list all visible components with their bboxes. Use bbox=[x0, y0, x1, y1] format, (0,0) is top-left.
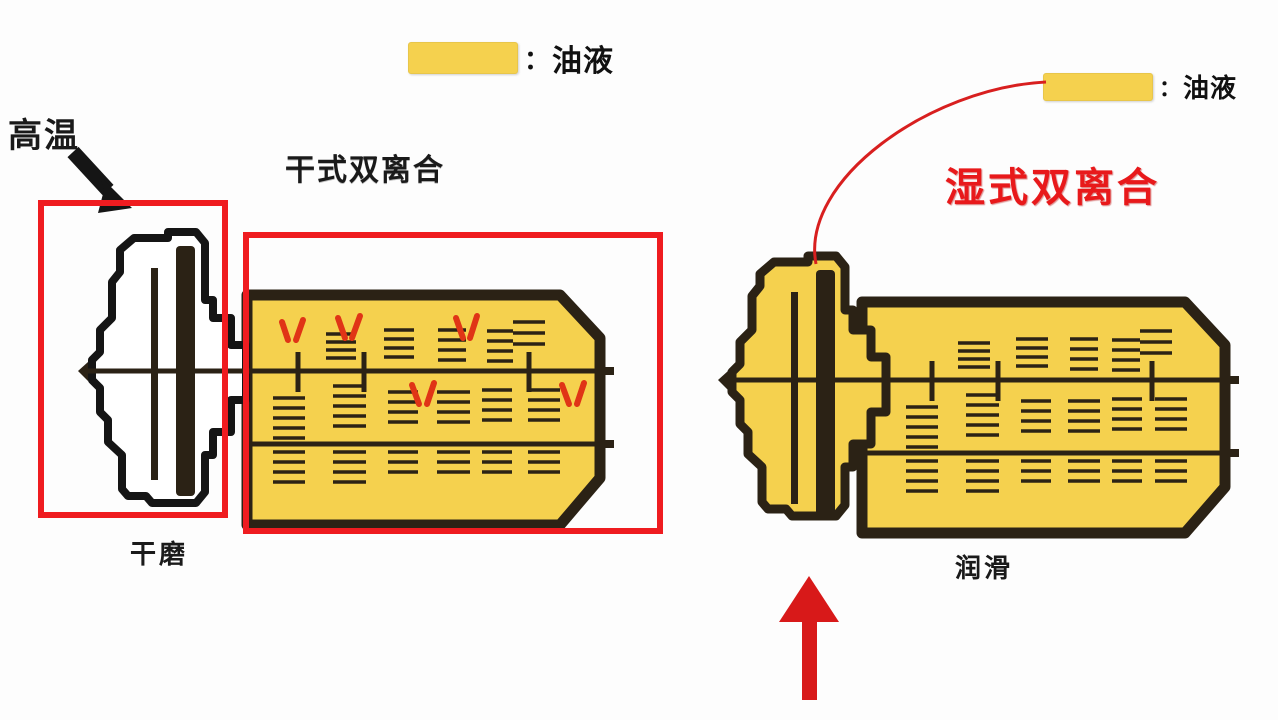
dry-clutch-assembly bbox=[67, 146, 614, 531]
dry-clutch-housing bbox=[78, 228, 250, 507]
output-shaft-stub-lower bbox=[596, 440, 614, 448]
wet-clutch-assembly bbox=[718, 80, 1239, 700]
dry-friction-caption: 干磨 bbox=[130, 539, 189, 569]
annotation-box-clutch bbox=[38, 200, 228, 518]
output-shaft-stub-upper bbox=[1221, 376, 1239, 384]
gear-teeth-lower bbox=[906, 393, 1187, 493]
dry-gearbox bbox=[241, 289, 614, 531]
oil-swatch-icon bbox=[408, 42, 518, 74]
gear-teeth-lower bbox=[273, 384, 560, 484]
output-shaft-stub-lower bbox=[1221, 449, 1239, 457]
shaft-end-cap bbox=[718, 371, 728, 390]
oil-leader-curve-icon bbox=[813, 80, 1047, 265]
annotation-box-gearbox bbox=[243, 232, 663, 534]
legend-right: ： 油液 bbox=[1043, 68, 1237, 105]
page-title-wet-clutch: 湿式双离合 bbox=[945, 166, 1160, 210]
shaft-end-cap bbox=[78, 362, 88, 381]
clutch-plate-inner bbox=[151, 268, 158, 480]
wet-clutch-housing bbox=[718, 251, 891, 521]
gear-teeth-upper bbox=[958, 329, 1172, 372]
clutch-plate-outer bbox=[816, 270, 835, 520]
oil-swatch-icon bbox=[1043, 72, 1153, 101]
oil-flow-up-arrow-icon bbox=[779, 576, 839, 700]
legend-left-label: 油液 bbox=[552, 45, 615, 78]
legend-right-colon: ： bbox=[1159, 75, 1182, 101]
lubrication-caption: 润滑 bbox=[955, 553, 1014, 583]
legend-right-label: 油液 bbox=[1183, 73, 1238, 103]
wet-gearbox bbox=[856, 296, 1239, 539]
clutch-bell-housing-shape bbox=[88, 228, 250, 507]
output-shaft-stub-upper bbox=[596, 367, 614, 375]
legend-left-colon: ： bbox=[524, 44, 551, 75]
legend-left: ： 油液 bbox=[408, 36, 614, 80]
clutch-bell-housing-shape bbox=[727, 251, 891, 521]
clutch-plate-inner bbox=[791, 292, 798, 504]
gear-teeth-upper bbox=[326, 320, 545, 363]
page-title-dry-clutch: 干式双离合 bbox=[285, 154, 445, 187]
high-temperature-label: 高温 bbox=[8, 117, 80, 155]
heat-mark-icons bbox=[279, 313, 587, 407]
